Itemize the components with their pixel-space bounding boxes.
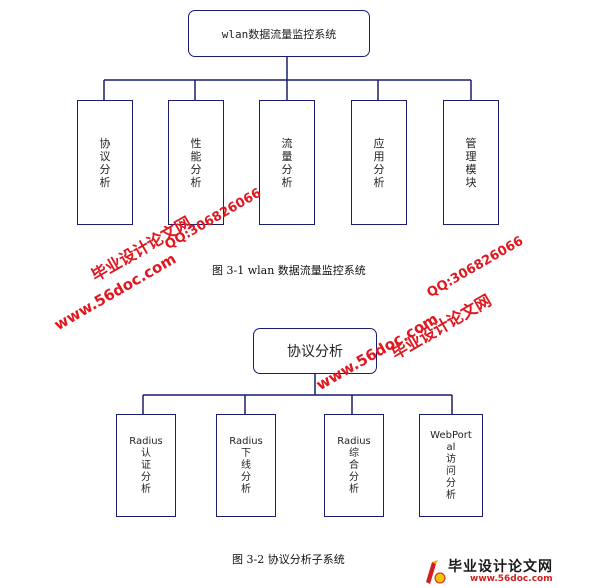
diagram1-child-node-4-char: 析 bbox=[373, 175, 385, 189]
diagram1-child-node-3: 流量分析 bbox=[259, 100, 315, 225]
diagram1-root-label: wlan数据流量监控系统 bbox=[221, 27, 337, 41]
diagram1-child-node-5-char: 理 bbox=[465, 149, 477, 163]
diagram2-child-node-2-char: 线 bbox=[241, 459, 251, 471]
diagram2-child-node-4-char: 分 bbox=[446, 477, 456, 489]
diagram1-child-node-5: 管理模块 bbox=[443, 100, 499, 225]
diagram1-child-node-3-char: 分 bbox=[281, 162, 293, 176]
diagram1-child-node-3-char: 析 bbox=[281, 175, 293, 189]
diagram2-child-node-4-char: al bbox=[446, 441, 456, 453]
diagram1-child-node-4: 应用分析 bbox=[351, 100, 407, 225]
diagram2-child-node-2-char: 下 bbox=[241, 447, 251, 459]
diagram2-child-node-4-char: 析 bbox=[446, 489, 456, 501]
diagram1-caption: 图 3-1 wlan 数据流量监控系统 bbox=[212, 264, 366, 277]
diagram2-child-node-3-char: Radius bbox=[337, 435, 371, 447]
diagram1-child-node-1-char: 析 bbox=[99, 175, 111, 189]
diagram2-child-node-3-char: 合 bbox=[349, 459, 359, 471]
diagram1-child-node-5-char: 块 bbox=[465, 175, 477, 189]
diagram1-child-node-3-char: 量 bbox=[281, 149, 293, 163]
footer-logo: 毕业设计论文网 www.56doc.com bbox=[418, 556, 592, 588]
diagram2-child-node-4-char: 访 bbox=[446, 453, 456, 465]
diagram1-child-node-4-char: 用 bbox=[373, 149, 385, 163]
diagram1-child-node-2-char: 性 bbox=[190, 136, 202, 150]
diagram2-child-node-3-char: 析 bbox=[349, 483, 359, 495]
diagram1-root-node: wlan数据流量监控系统 bbox=[188, 10, 370, 57]
diagram2-child-node-1-char: 析 bbox=[141, 483, 151, 495]
diagram1-child-node-1-char: 协 bbox=[99, 136, 111, 150]
diagram1-child-node-2: 性能分析 bbox=[168, 100, 224, 225]
diagram1-child-node-2-char: 析 bbox=[190, 175, 202, 189]
diagram2-child-node-1-char: 认 bbox=[141, 447, 151, 459]
diagram1-child-node-2-char: 能 bbox=[190, 149, 202, 163]
diagram1-child-node-3-char: 流 bbox=[281, 136, 293, 150]
diagram1-child-node-5-char: 模 bbox=[465, 162, 477, 176]
diagram2-child-node-2-char: Radius bbox=[229, 435, 263, 447]
footer-url: www.56doc.com bbox=[470, 574, 553, 584]
diagram1-child-node-4-char: 分 bbox=[373, 162, 385, 176]
diagram2-caption: 图 3-2 协议分析子系统 bbox=[232, 553, 345, 566]
diagram1-child-node-2-char: 分 bbox=[190, 162, 202, 176]
diagram2-root-label: 协议分析 bbox=[287, 344, 343, 360]
diagram2-child-node-1-char: 证 bbox=[141, 459, 151, 471]
diagram2-child-node-1-char: Radius bbox=[129, 435, 163, 447]
logo-pen-icon bbox=[426, 560, 446, 584]
diagram1-child-node-1-char: 分 bbox=[99, 162, 111, 176]
diagram1-child-node-5-char: 管 bbox=[465, 136, 477, 150]
diagram1-child-node-1-char: 议 bbox=[99, 149, 111, 163]
footer-brand: 毕业设计论文网 bbox=[448, 559, 553, 575]
diagram2-child-node-3-char: 综 bbox=[349, 447, 359, 459]
diagram2-child-node-1-char: 分 bbox=[141, 471, 151, 483]
diagram1-child-node-1: 协议分析 bbox=[77, 100, 133, 225]
diagram2-child-node-4-char: WebPort bbox=[430, 429, 472, 441]
diagram2-child-node-4-char: 问 bbox=[446, 465, 456, 477]
diagram1-child-node-4-char: 应 bbox=[373, 136, 385, 150]
diagram2-child-node-3-char: 分 bbox=[349, 471, 359, 483]
diagram2-child-node-2-char: 析 bbox=[241, 483, 251, 495]
diagram2-root-node: 协议分析 bbox=[253, 328, 377, 374]
diagram2-child-node-2-char: 分 bbox=[241, 471, 251, 483]
